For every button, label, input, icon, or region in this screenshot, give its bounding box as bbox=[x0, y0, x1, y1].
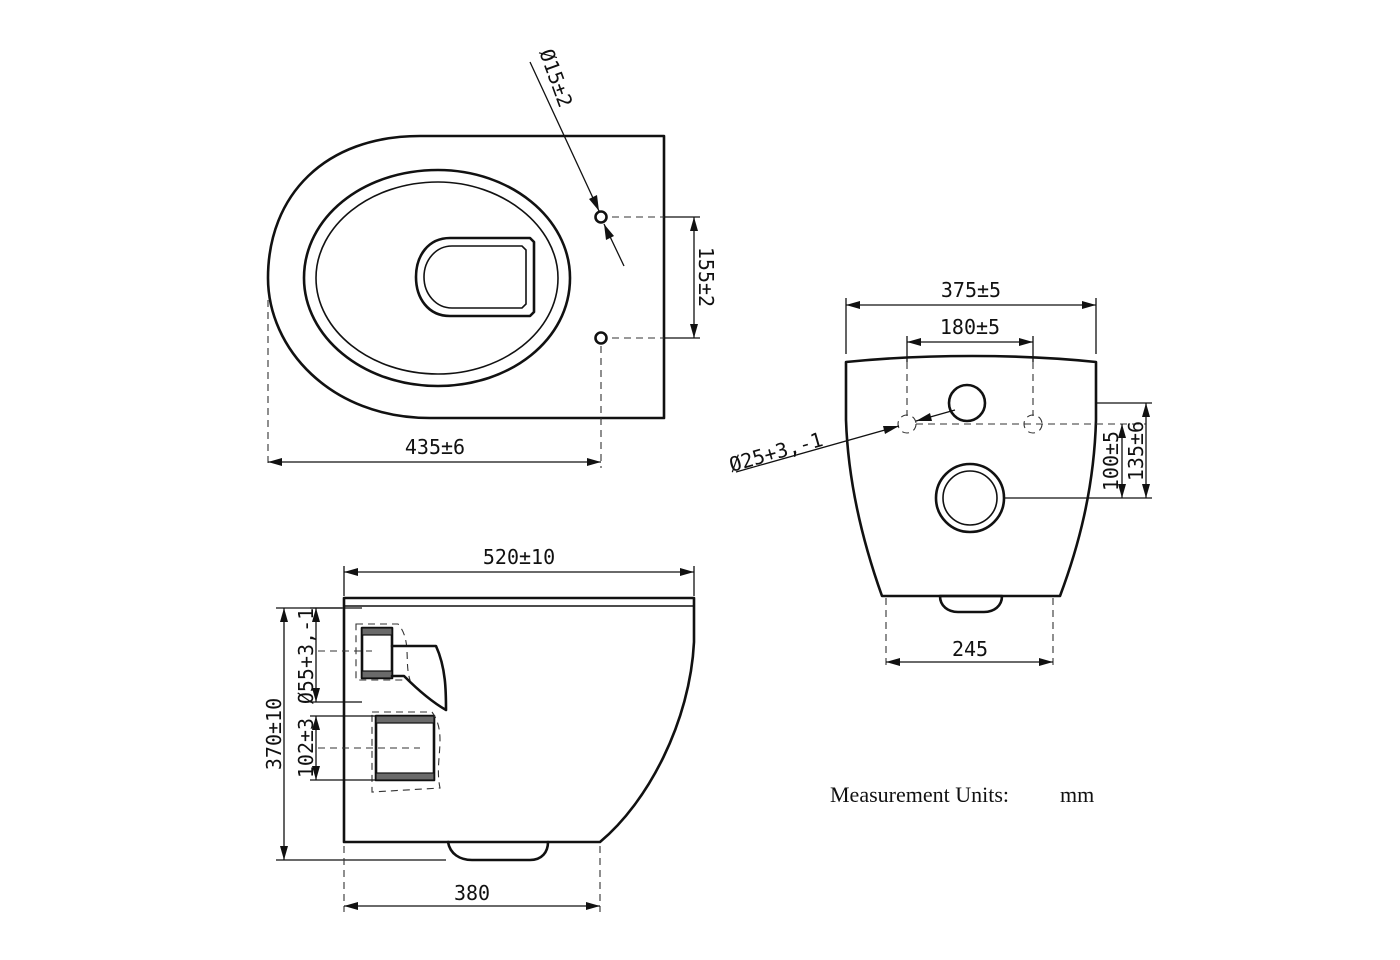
side-view-inlet-spout bbox=[390, 644, 448, 712]
front-view-width-label: 375±5 bbox=[941, 278, 1001, 302]
side-view-inlet-diameter-label: Ø55+3,-1 bbox=[294, 608, 318, 704]
top-view-opening bbox=[414, 236, 536, 318]
front-view-foot bbox=[938, 594, 1004, 614]
front-view-inlet bbox=[947, 383, 987, 423]
side-view-foot bbox=[446, 840, 550, 862]
top-view-rim-inner bbox=[315, 181, 559, 375]
front-view-bolt-hole-diameter-label: Ø25+3,-1 bbox=[726, 427, 825, 477]
side-view-base-length-label: 380 bbox=[454, 881, 490, 905]
side-view-outlet-diameter-label: 102±3 bbox=[294, 718, 318, 778]
front-view-outlet-height-outer-label: 135±6 bbox=[1124, 421, 1148, 481]
front-view: 375±5 180±5 Ø25+3,-1 100±5 135±6 bbox=[726, 278, 1152, 668]
top-view-rim bbox=[302, 168, 572, 388]
units-note: Measurement Units: mm bbox=[830, 782, 1094, 807]
top-view-hole-upper bbox=[594, 210, 608, 224]
front-view-outlet bbox=[934, 462, 1006, 534]
front-view-outlet-height-inner-label: 100±5 bbox=[1099, 431, 1123, 491]
top-view-hole-lower bbox=[594, 331, 608, 345]
top-view-opening-inner bbox=[423, 245, 527, 309]
side-view-height-label: 370±10 bbox=[262, 698, 286, 770]
top-view-length-label: 435±6 bbox=[405, 435, 465, 459]
front-view-bolt-spacing-label: 180±5 bbox=[940, 315, 1000, 339]
units-label: Measurement Units: bbox=[830, 782, 1009, 807]
front-view-outlet-inner bbox=[942, 470, 998, 526]
side-view-outline bbox=[342, 596, 696, 844]
top-view-outline bbox=[266, 134, 666, 420]
top-view: 155±2 Ø15±2 435±6 bbox=[266, 46, 718, 468]
units-value: mm bbox=[1060, 782, 1094, 807]
top-view-hole-spacing-label: 155±2 bbox=[694, 247, 718, 307]
side-view-length-label: 520±10 bbox=[483, 545, 555, 569]
front-view-outline bbox=[844, 354, 1098, 598]
front-view-bolt-hole-left bbox=[897, 414, 917, 434]
front-view-base-width-label: 245 bbox=[952, 637, 988, 661]
side-view: 520±10 370±10 Ø55+3,-1 102±3 380 bbox=[262, 545, 696, 912]
top-view-hole-diameter-label: Ø15±2 bbox=[534, 46, 577, 111]
